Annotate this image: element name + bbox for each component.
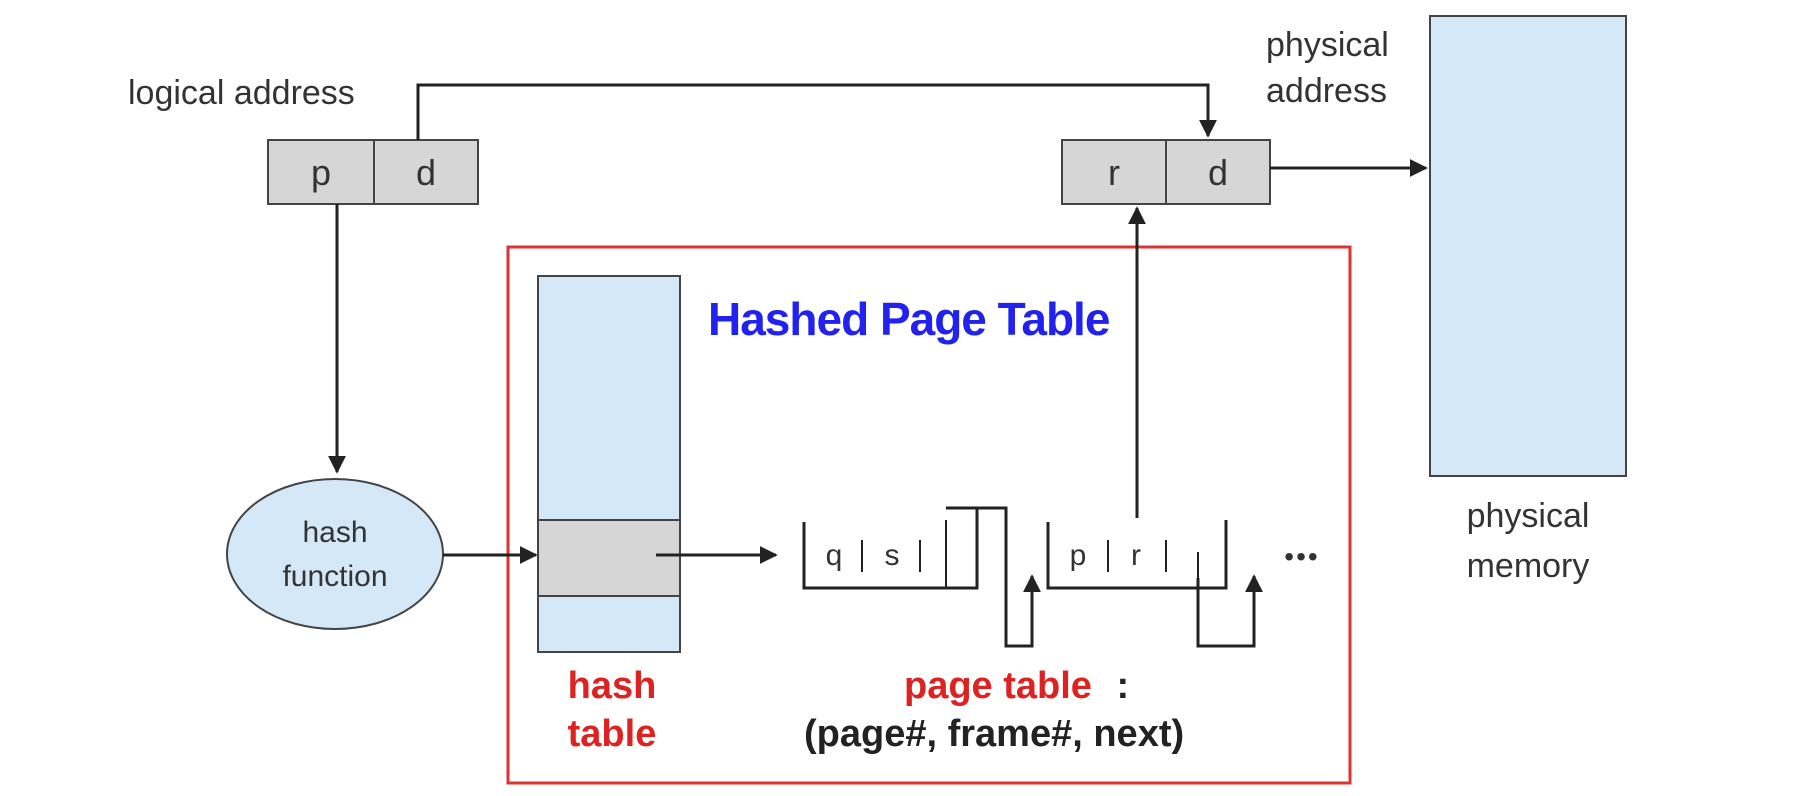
page-table-colon: : [1117, 665, 1130, 707]
logical-address-p: p [311, 152, 331, 193]
highlight-frame [506, 245, 1352, 785]
logical-address-d-cell [373, 139, 479, 205]
chain-entry-2 [1046, 520, 1228, 590]
chain-entry-2-frame: r [1131, 539, 1141, 572]
page-table-label: page table : [904, 665, 1129, 707]
hash-function-line1: hash [302, 516, 367, 549]
page-table-fields: (page#, frame#, next) [804, 713, 1184, 755]
logical-address-d: d [416, 152, 436, 193]
hash-table-entry [537, 519, 681, 597]
logical-address-p-cell [267, 139, 375, 205]
page-table-name: page table [904, 665, 1092, 707]
chain-entry-1-frame: s [885, 539, 900, 572]
page-title: Hashed Page Table [708, 293, 1110, 345]
physical-address-d: d [1208, 152, 1228, 193]
physical-memory-label-line2: memory [1467, 547, 1590, 585]
chain-entry-1-page: q [826, 539, 843, 572]
chain-next-pointer-1 [946, 506, 1041, 648]
physical-memory-block [1429, 15, 1627, 477]
chain-next-pointer-2 [1196, 574, 1263, 648]
physical-address-d-cell [1165, 139, 1271, 205]
hash-function-line2: function [282, 560, 387, 593]
physical-memory-label-line1: physical [1467, 497, 1590, 535]
offset-arrow [416, 83, 1217, 140]
hash-table-label-line1: hash [568, 665, 657, 707]
physical-address-label-line1: physical [1266, 26, 1389, 64]
chain-entry-1 [802, 508, 979, 590]
hash-table-label-line2: table [568, 713, 657, 755]
hash-function-ellipse [226, 478, 444, 630]
physical-address-label-line2: address [1266, 72, 1387, 110]
chain-ellipsis: ••• [1284, 541, 1319, 572]
physical-address-r: r [1108, 152, 1120, 193]
chain-entry-2-page: p [1070, 539, 1087, 572]
logical-address-label: logical address [128, 74, 355, 112]
